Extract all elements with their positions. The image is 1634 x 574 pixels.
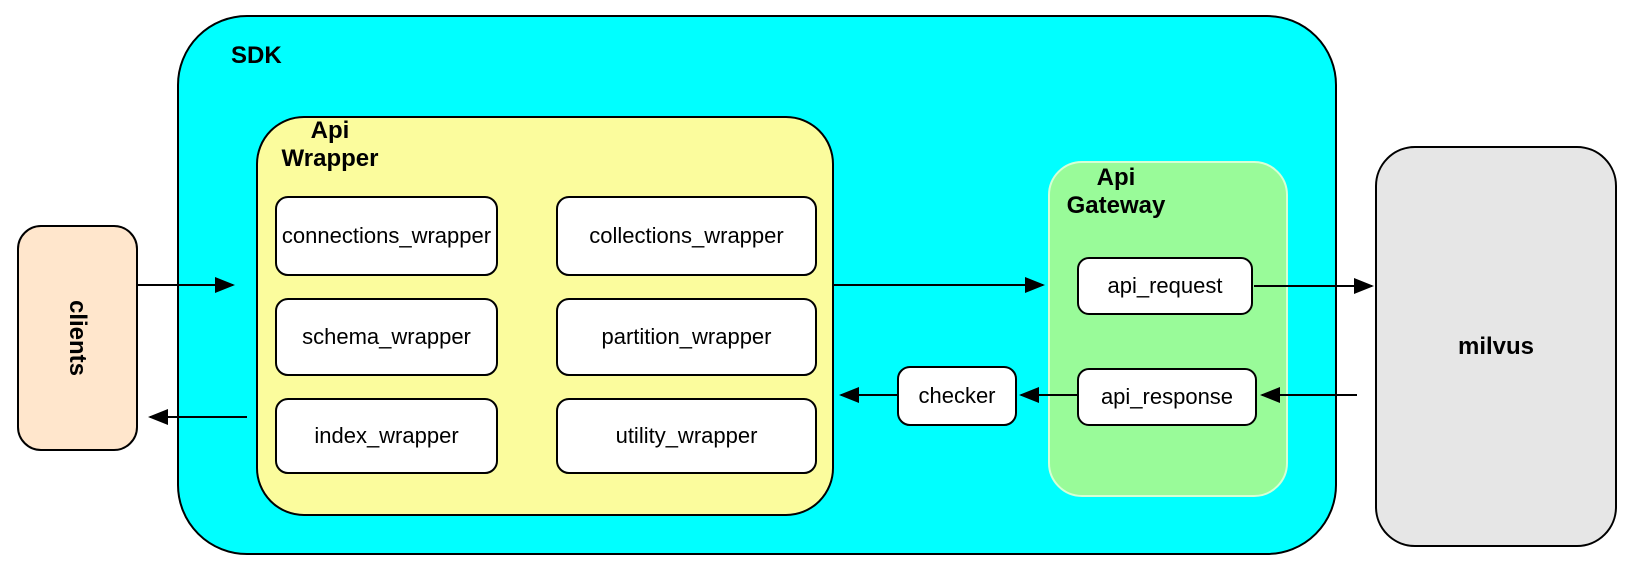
node-index-wrapper: index_wrapper <box>275 398 498 474</box>
node-api-response: api_response <box>1077 368 1257 426</box>
node-connections-wrapper: connections_wrapper <box>275 196 498 276</box>
node-clients: clients <box>17 225 138 451</box>
node-milvus: milvus <box>1375 146 1617 547</box>
node-schema-wrapper: schema_wrapper <box>275 298 498 376</box>
node-label: connections_wrapper <box>281 223 492 249</box>
node-label: index_wrapper <box>314 423 459 449</box>
node-checker: checker <box>897 366 1017 426</box>
node-label: clients <box>64 299 92 377</box>
node-label: api_request <box>1107 273 1223 299</box>
node-label: milvus <box>1457 332 1535 360</box>
api-gateway-group-box <box>1048 161 1288 497</box>
api-wrapper-group-label: Api Wrapper <box>281 117 379 172</box>
node-label: api_response <box>1100 384 1234 410</box>
node-utility-wrapper: utility_wrapper <box>556 398 817 474</box>
api-gateway-group-label: Api Gateway <box>1066 164 1166 219</box>
node-collections-wrapper: collections_wrapper <box>556 196 817 276</box>
node-api-request: api_request <box>1077 257 1253 315</box>
node-label: checker <box>918 383 996 409</box>
node-partition-wrapper: partition_wrapper <box>556 298 817 376</box>
sdk-group-label: SDK <box>231 42 282 69</box>
node-label: utility_wrapper <box>615 423 758 449</box>
node-label: collections_wrapper <box>589 223 784 249</box>
node-label: partition_wrapper <box>601 324 772 350</box>
node-label: schema_wrapper <box>302 324 471 350</box>
